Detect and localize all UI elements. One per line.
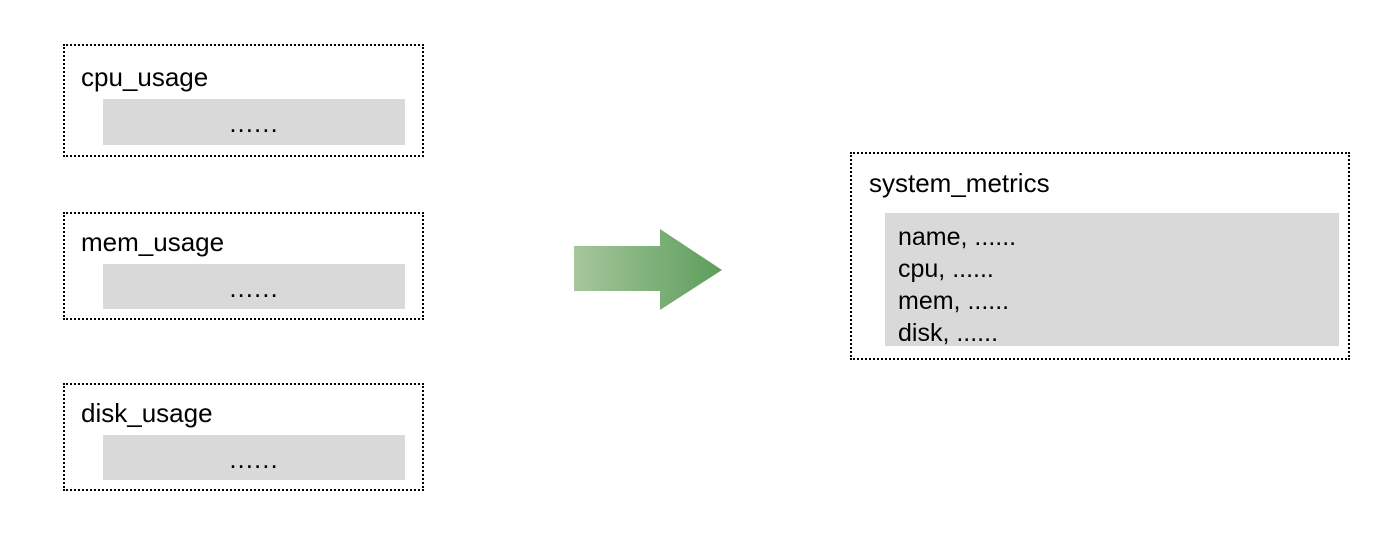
merge-arrow-icon xyxy=(574,229,722,310)
source-node-title-mem-usage: mem_usage xyxy=(81,227,225,257)
source-node-title-cpu-usage: cpu_usage xyxy=(81,62,209,92)
target-field-row: cpu, ...... xyxy=(898,255,994,283)
source-node-mem-usage[interactable]: mem_usage ...... xyxy=(63,212,424,320)
source-node-body-mem-usage: ...... xyxy=(103,264,405,309)
target-field-row: disk, ...... xyxy=(898,319,999,347)
source-node-ellipsis-mem-usage: ...... xyxy=(229,273,279,303)
target-node-system-metrics[interactable]: system_metrics name, ...... cpu, ...... … xyxy=(850,152,1350,360)
source-node-disk-usage[interactable]: disk_usage ...... xyxy=(63,383,424,491)
source-node-body-cpu-usage: ...... xyxy=(103,99,405,145)
target-node-title: system_metrics xyxy=(869,168,1050,198)
source-node-title-disk-usage: disk_usage xyxy=(81,398,213,428)
source-node-ellipsis-disk-usage: ...... xyxy=(229,444,279,474)
target-node-body: name, ...... cpu, ...... mem, ...... dis… xyxy=(885,213,1339,349)
target-field-row: name, ...... xyxy=(898,223,1017,251)
target-field-list: name, ...... cpu, ...... mem, ...... dis… xyxy=(898,221,1335,349)
source-node-body-disk-usage: ...... xyxy=(103,435,405,480)
source-node-ellipsis-cpu-usage: ...... xyxy=(229,108,279,138)
source-node-cpu-usage[interactable]: cpu_usage ...... xyxy=(63,44,424,157)
target-field-row: mem, ...... xyxy=(898,287,1010,315)
